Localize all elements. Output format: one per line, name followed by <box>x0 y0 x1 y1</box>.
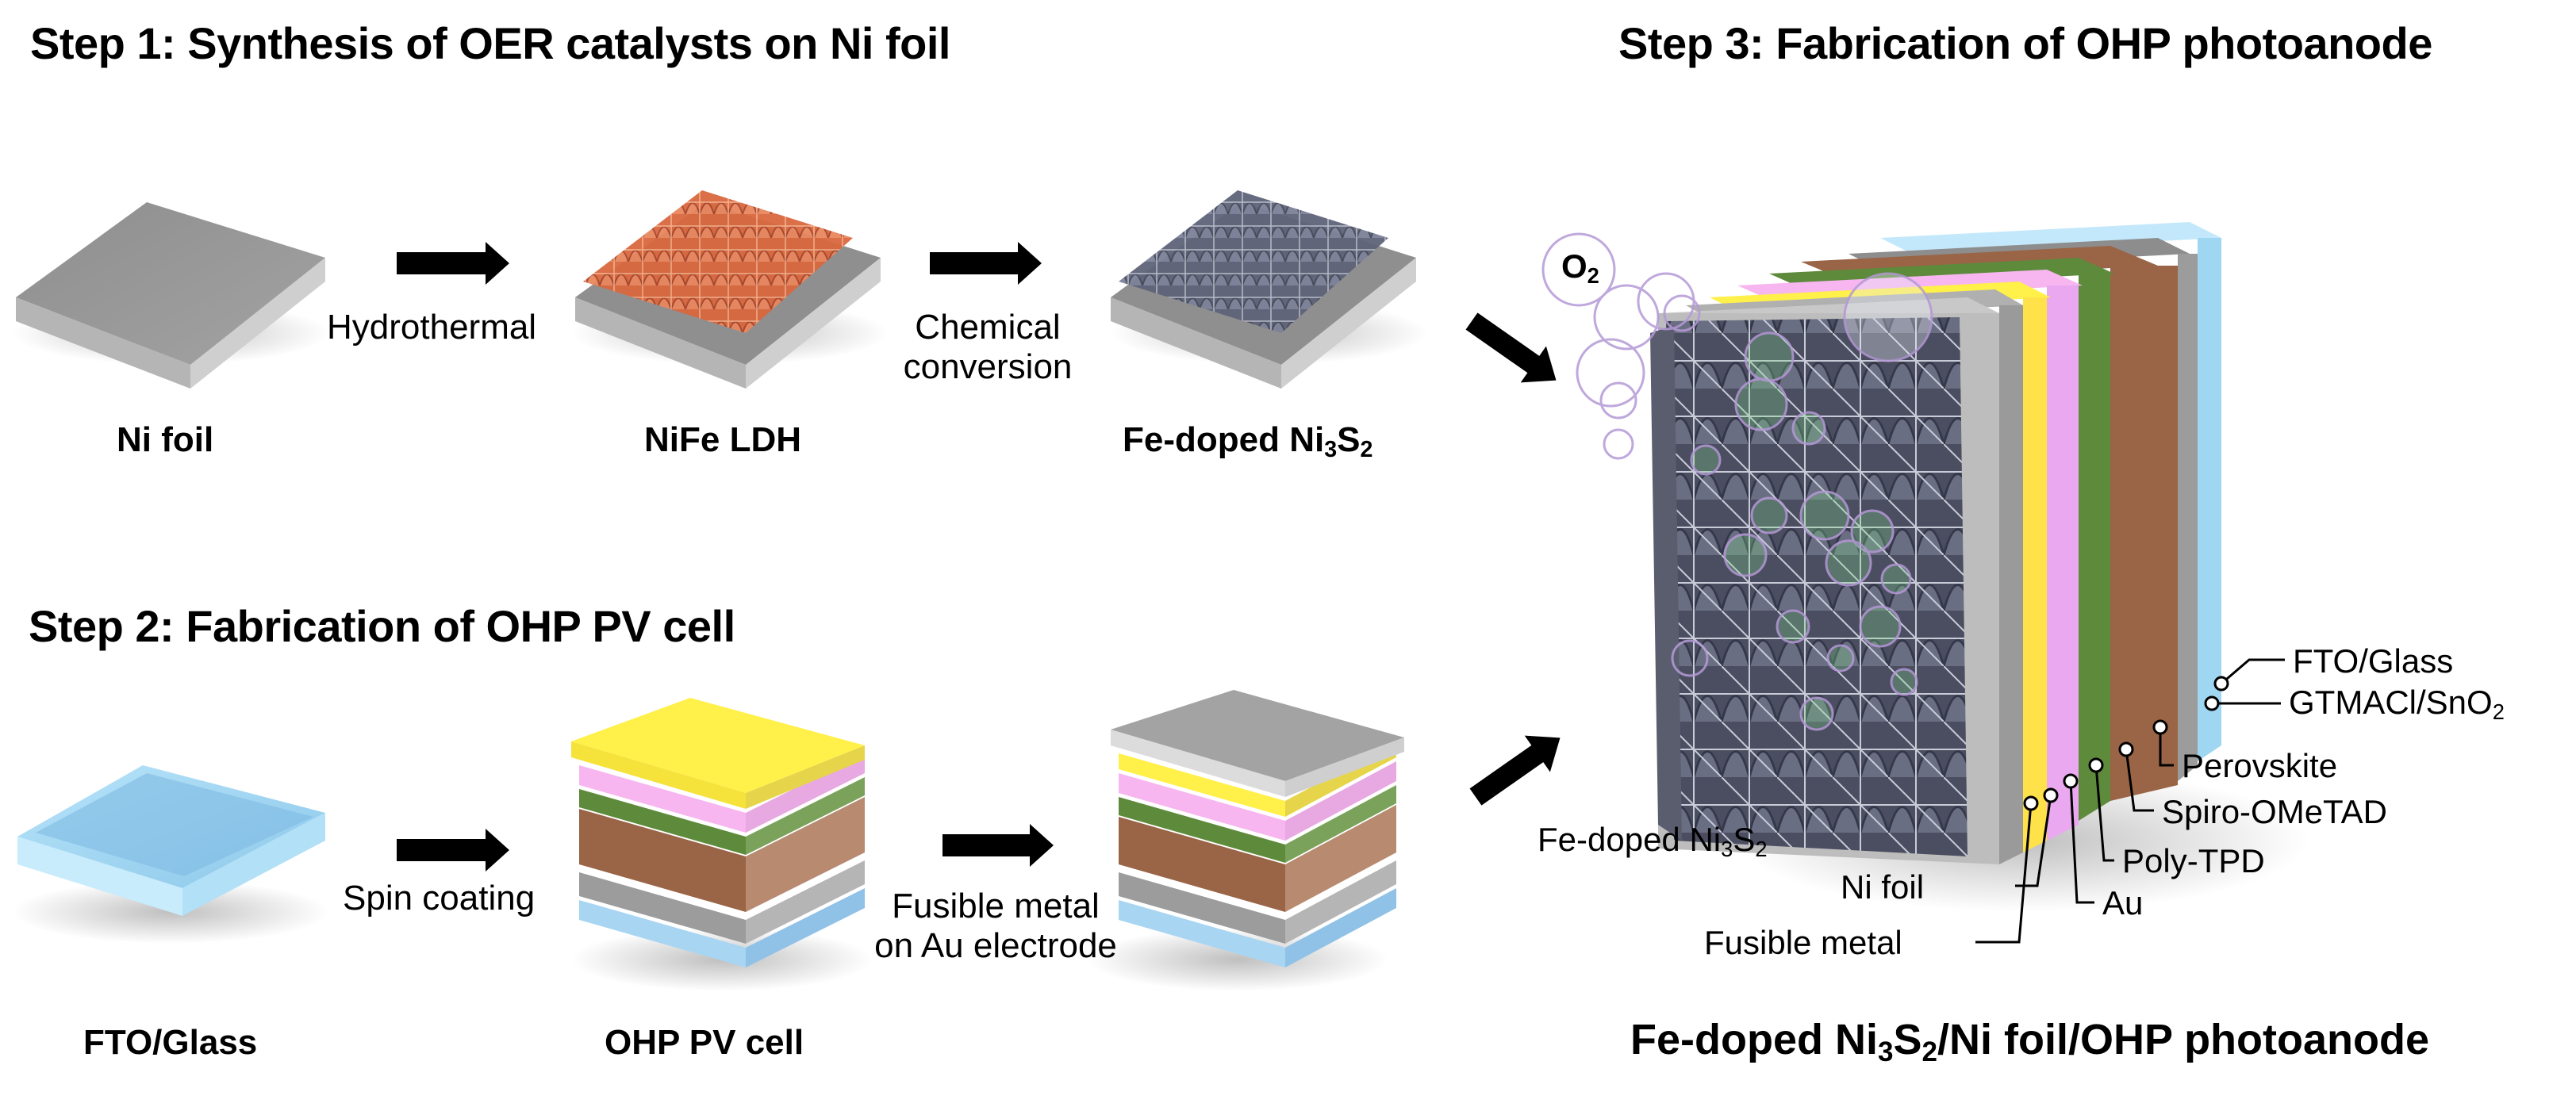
step2-title: Step 2: Fabrication of OHP PV cell <box>29 601 735 651</box>
callout-fto-glass: FTO/Glass <box>2293 642 2454 680</box>
label-nife-ldh: NiFe LDH <box>644 420 801 459</box>
callout-poly-tpd: Poly-TPD <box>2122 842 2265 879</box>
step1-title: Step 1: Synthesis of OER catalysts on Ni… <box>30 18 950 68</box>
photoanode-title: Fe-doped Ni3S2/Ni foil/OHP photoanode <box>1630 1016 2430 1067</box>
callout-ni-foil: Ni foil <box>1841 868 1925 906</box>
callout-fusible-metal: Fusible metal <box>1704 924 1902 961</box>
callout-leaders <box>1975 658 2285 944</box>
callout-au: Au <box>2102 884 2144 921</box>
callout-spiro-ometad: Spiro-OMeTAD <box>2162 793 2387 830</box>
arrow-fusible-metal <box>942 824 1054 867</box>
label-fe-doped-ni3s2: Fe-doped Ni3S2 <box>1123 420 1373 463</box>
o2-bubbles <box>1541 232 1933 731</box>
pv-cell-with-fusible-metal-stack <box>1087 690 1404 991</box>
arrow-step2-to-step3 <box>1469 735 1561 806</box>
photoanode-3d <box>1650 222 2309 912</box>
callout-perovskite: Perovskite <box>2182 747 2338 784</box>
step3-title: Step 3: Fabrication of OHP photoanode <box>1618 18 2432 68</box>
label-ni-foil: Ni foil <box>117 420 214 459</box>
ohp-pv-cell-stack <box>571 698 873 991</box>
process-hydrothermal: Hydrothermal <box>327 308 537 347</box>
callout-gtmacl-sno2: GTMACl/SnO2 <box>2289 684 2505 724</box>
arrow-spin-coating <box>397 829 509 872</box>
o2-label: O2 <box>1561 247 1599 288</box>
arrow-chemical <box>930 242 1042 285</box>
callout-fe-doped-ni3s2: Fe-doped Ni3S2 <box>1538 821 1768 861</box>
process-spin-coating: Spin coating <box>343 879 536 918</box>
label-ohp-pv-cell: OHP PV cell <box>605 1023 804 1062</box>
ni3s2-plate <box>1111 190 1428 389</box>
arrow-step1-to-step3 <box>1465 312 1557 383</box>
fto-glass-plate <box>12 765 329 944</box>
ni-foil-plate <box>12 202 329 389</box>
nife-ldh-plate <box>571 190 889 389</box>
label-fto-glass: FTO/Glass <box>83 1023 258 1062</box>
arrow-hydrothermal <box>397 242 509 285</box>
